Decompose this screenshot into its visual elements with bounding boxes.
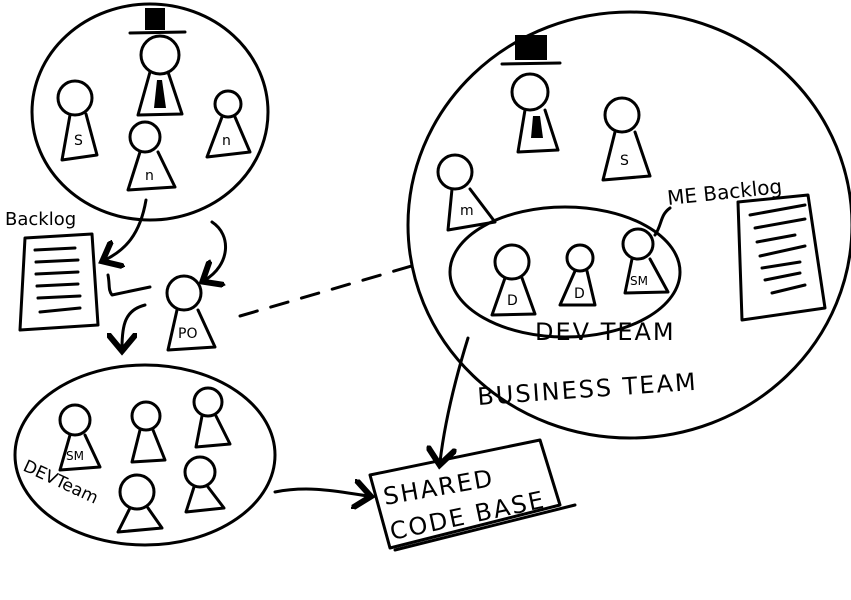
boss-figure — [500, 35, 562, 154]
top-hat-icon — [515, 35, 547, 60]
connector — [106, 273, 152, 297]
person-figure: m — [436, 153, 497, 232]
leader-line — [653, 206, 672, 237]
arrow — [440, 336, 470, 462]
figure-label: SM — [630, 274, 648, 288]
dev-team-group-right: D D SM DEV TEAM — [448, 205, 682, 346]
figure-label: D — [574, 286, 585, 302]
arrow — [273, 489, 368, 496]
management-group: S n n — [30, 2, 270, 222]
person-figure: S — [601, 96, 652, 182]
person-figure — [192, 386, 232, 449]
person-figure: SM — [621, 227, 670, 295]
arrow — [122, 303, 147, 348]
backlog-document: Backlog — [5, 209, 100, 332]
figure-label: PO — [178, 326, 197, 342]
me-backlog-document — [736, 193, 827, 322]
dashed-link — [238, 263, 417, 318]
figure-label: S — [620, 153, 629, 169]
dev-team-label: DEV TEAM — [535, 318, 676, 346]
figure-label: m — [460, 203, 474, 219]
me-backlog-label: ME Backlog — [666, 174, 783, 210]
figure-label: n — [145, 168, 154, 184]
figure-label: SM — [66, 449, 84, 463]
shared-code-base-box: SHARED CODE BASE — [368, 438, 577, 552]
arrow — [205, 220, 227, 280]
backlog-label: Backlog — [5, 209, 76, 230]
person-figure: S — [56, 79, 99, 162]
figure-label: n — [222, 133, 231, 149]
tie-icon — [531, 116, 543, 138]
person-figure: n — [126, 120, 177, 192]
figure-label: D — [507, 293, 518, 309]
person-figure — [130, 400, 167, 464]
figure-label: S — [74, 133, 83, 149]
arrow — [105, 198, 148, 260]
person-figure: D — [490, 243, 537, 317]
top-hat-icon — [145, 8, 165, 30]
person-figure — [183, 455, 226, 514]
product-owner-figure: PO — [165, 274, 217, 352]
tie-icon — [154, 80, 166, 108]
boss-figure — [128, 8, 187, 117]
business-team-group: S m D D SM DEV TEAM — [406, 10, 851, 440]
person-figure — [116, 473, 164, 534]
person-figure: SM — [58, 403, 102, 472]
person-figure: D — [558, 243, 597, 307]
business-team-label: BUSINESS TEAM — [476, 368, 698, 411]
person-figure: n — [205, 89, 252, 159]
dev-team-group-left: SM DEVTeam — [13, 363, 277, 547]
